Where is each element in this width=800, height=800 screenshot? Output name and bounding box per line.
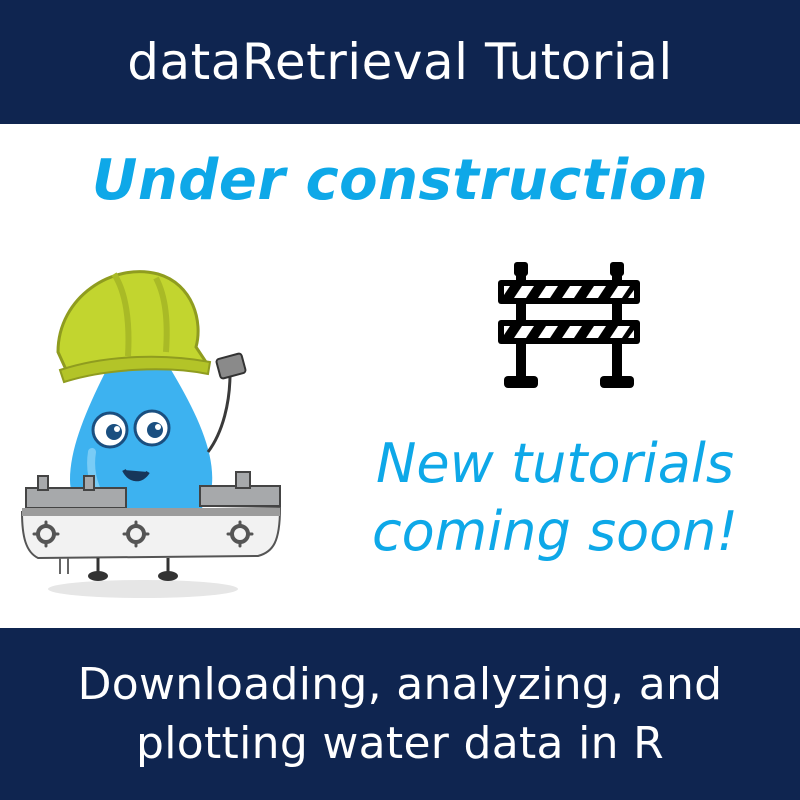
coming-soon-line-2: coming soon! [371,500,739,564]
footer-line-1: Downloading, analyzing, and [77,658,723,710]
coming-soon-message: New tutorials coming soon! [320,430,790,566]
footer-line-2: plotting water data in R [136,718,664,769]
water-drop-mascot-icon [20,270,282,598]
footer-banner: Downloading, analyzing, and plotting wat… [0,628,800,800]
header-banner: dataRetrieval Tutorial [0,0,800,124]
construction-barrier-icon [498,262,640,388]
coming-soon-line-1: New tutorials [376,432,734,495]
page-title: dataRetrieval Tutorial [127,33,673,91]
under-construction-heading: Under construction [91,148,709,213]
